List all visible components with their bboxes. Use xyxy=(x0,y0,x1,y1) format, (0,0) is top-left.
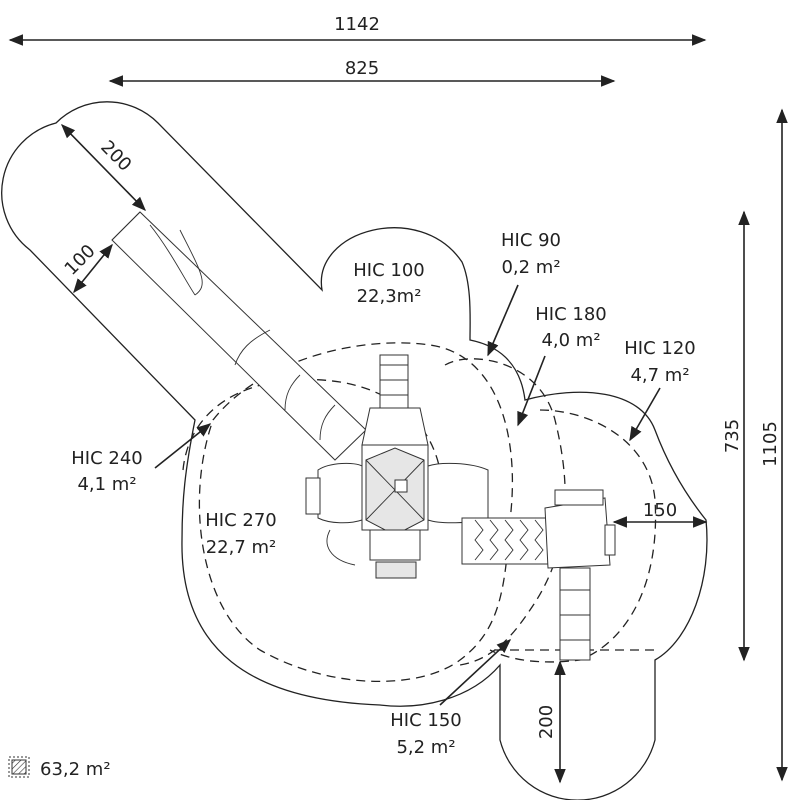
slide-width-dimension xyxy=(73,243,113,294)
zone-hic-120-area: 4,7 m² xyxy=(630,365,689,386)
total-height-label: 1105 xyxy=(760,421,781,467)
legend: 63,2 m² xyxy=(8,756,111,780)
hic-240-leader xyxy=(154,423,212,469)
hic-180-leader xyxy=(517,355,546,427)
zone-hic-180-label: HIC 180 xyxy=(535,304,607,325)
zone-hic-240-label: HIC 240 xyxy=(71,448,143,469)
safety-zone-outline xyxy=(1,101,708,800)
zone-hic-270-area: 22,7 m² xyxy=(206,537,277,558)
bridge xyxy=(461,517,553,565)
hic-240-zone xyxy=(182,378,441,471)
right-clearance-label: 150 xyxy=(643,500,677,521)
zone-hic-150-area: 5,2 m² xyxy=(396,737,455,758)
zone-hic-270-label: HIC 270 xyxy=(205,510,277,531)
tube-slide xyxy=(111,211,367,461)
zone-hic-100-area: 22,3m² xyxy=(357,286,422,307)
slide-width-label: 100 xyxy=(61,241,100,280)
zone-hic-240-area: 4,1 m² xyxy=(77,474,136,495)
zone-hic-150-label: HIC 150 xyxy=(390,710,462,731)
hic-150-leader xyxy=(439,639,512,706)
central-tower xyxy=(305,354,489,579)
zone-hic-90-label: HIC 90 xyxy=(501,230,561,251)
bottom-zone-label: 200 xyxy=(536,705,557,739)
hic-270-zone xyxy=(198,342,513,683)
hic-90-leader xyxy=(487,284,519,357)
zone-hic-90-area: 0,2 m² xyxy=(501,257,560,278)
total-width-label: 1142 xyxy=(334,14,380,35)
hatched-square-icon xyxy=(11,759,27,775)
zone-hic-120-label: HIC 120 xyxy=(624,338,696,359)
inner-width-label: 825 xyxy=(345,58,379,79)
legend-total-area: 63,2 m² xyxy=(40,759,111,780)
slide-zone-label: 200 xyxy=(96,137,135,176)
zone-hic-180-area: 4,0 m² xyxy=(541,330,600,351)
zone-hic-100-label: HIC 100 xyxy=(353,260,425,281)
right-tower xyxy=(544,489,616,661)
hic-120-leader xyxy=(629,387,661,442)
inner-height-label: 735 xyxy=(722,419,743,453)
slide-zone-dimension xyxy=(60,123,147,212)
